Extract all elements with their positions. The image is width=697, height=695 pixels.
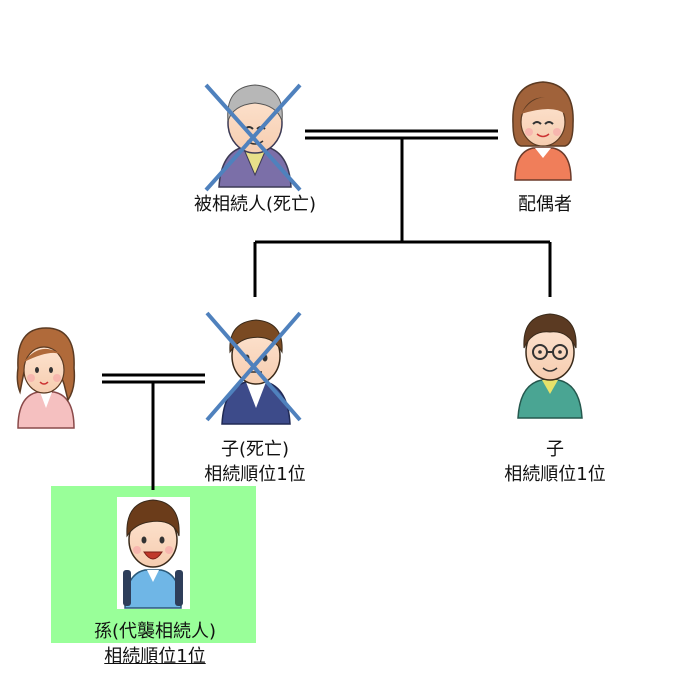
marriage-line-top	[305, 129, 498, 140]
marriage-line-child	[102, 373, 205, 490]
spouse-avatar	[512, 81, 574, 181]
deceased-label: 被相続人(死亡)	[193, 194, 317, 215]
child-order: 相続順位1位	[504, 464, 606, 485]
child-spouse-avatar	[16, 327, 76, 429]
child-deceased-cross-icon	[205, 311, 302, 422]
child-avatar	[517, 313, 583, 419]
grandchild-label: 孫(代襲相続人)	[93, 621, 217, 642]
descent-lines-top	[253, 138, 552, 297]
child-deceased-label: 子(死亡)	[220, 439, 290, 460]
child-label: 子	[546, 439, 564, 460]
grandchild-avatar	[123, 499, 183, 609]
spouse-label: 配偶者	[518, 194, 572, 215]
grandchild-order: 相続順位1位	[104, 646, 206, 667]
deceased-cross-icon	[204, 83, 302, 192]
child-deceased-order: 相続順位1位	[204, 464, 306, 485]
child-deceased-avatar	[221, 319, 291, 425]
